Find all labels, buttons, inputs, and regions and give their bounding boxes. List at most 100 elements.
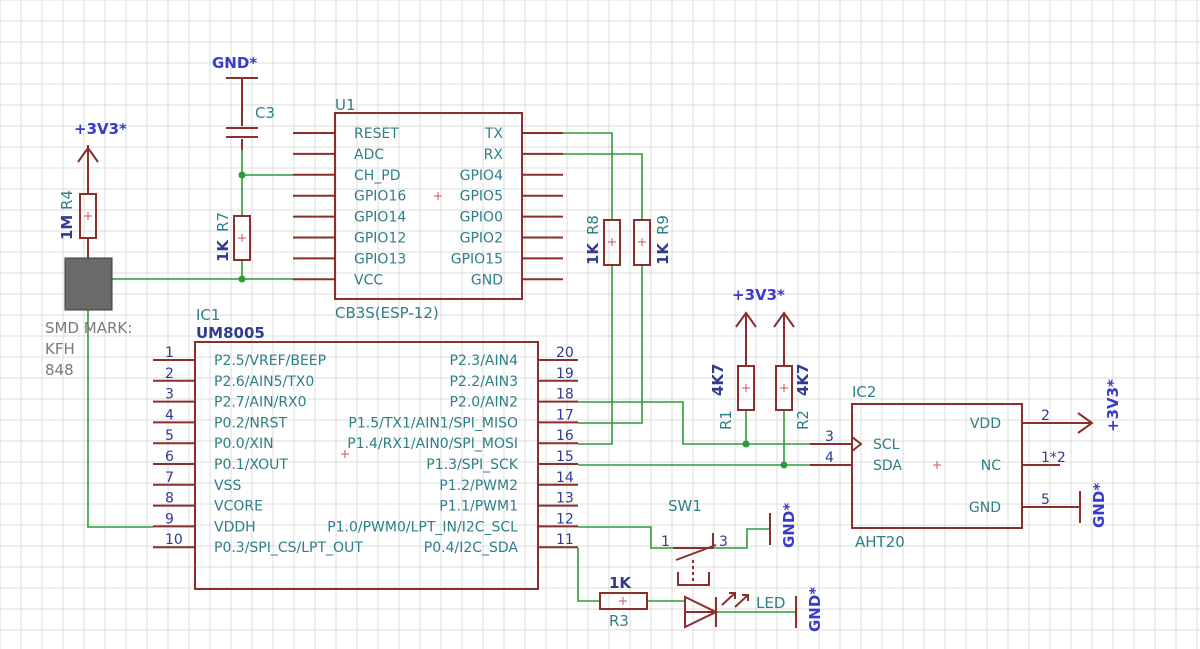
ic1-pin-label: P2.6/AIN5/TX0 [214,374,314,390]
ic2-pin-label: VDD [970,416,1001,432]
r1-resistor[interactable]: 4K7 R1 [709,313,755,430]
r8-value: 1K [584,242,602,265]
r9-body [633,219,651,266]
r1-ref: R1 [717,410,735,430]
r4-resistor[interactable]: 1M R4 [58,145,97,258]
ic1-pin-number: 17 [556,407,574,423]
u1-ref: U1 [335,96,356,114]
ic1-pin-number: 1 [165,345,174,361]
ic1-pin-label: P1.4/RX1/AIN0/SPI_MOSI [347,436,518,452]
ic1-pin-label: VSS [214,478,241,494]
power-arrow [77,146,99,163]
r2-resistor[interactable]: 4K7 R2 [775,313,812,430]
u1-pin-label: GPIO0 [460,210,503,226]
ic1-pin-label: P2.2/AIN3 [449,374,518,390]
sw1-ref: SW1 [668,497,702,515]
gnd-label: GND* [806,587,824,632]
ic2-clock-mark [851,436,863,452]
wire-r8-pin16 [578,265,613,445]
wire-scl [578,401,852,445]
ic2-ref: IC2 [852,383,876,401]
ic1-pin-label: P1.1/PWM1 [439,499,518,515]
r7-resistor[interactable]: 1K R7 [214,212,251,262]
wire-r9-pin17 [578,265,643,424]
r9-resistor[interactable]: 1K R9 [633,215,672,266]
r8-resistor[interactable]: 1K R8 [584,215,621,266]
led-ray-1-head [729,592,736,599]
ic1-pin-label: P2.5/VREF/BEEP [214,353,326,369]
led-ray-1 [721,592,736,606]
led-ray-2-head [742,594,749,601]
ic1-pin-label: P2.0/AIN2 [449,395,518,411]
gnd-symbol-ic2: GND* [1060,483,1108,528]
led-diode[interactable]: LED [684,592,785,629]
r3-body [599,592,648,610]
c3-capacitor[interactable]: C3 [226,78,275,150]
ic1-pin-label: P0.3/SPI_CS/LPT_OUT [214,540,363,556]
gnd-label: GND* [1090,483,1108,528]
gnd-symbol-sw1: GND* [769,503,798,548]
ic1-pin-number: 20 [556,345,574,361]
ic2-pin-number: 2 [1041,408,1050,424]
smd-mark: SMD MARK: KFH 848 [45,257,132,379]
r2-ref: R2 [794,410,812,430]
ic1-pin-number: 15 [556,449,574,465]
ic1-pin-number: 5 [165,428,174,444]
ic1-pin-number: 18 [556,387,574,403]
smd-mark-line1: SMD MARK: [45,319,132,337]
ic2-pin-label: SCL [873,437,900,453]
r1-value: 4K7 [709,364,727,397]
u1-pin-label: GPIO16 [354,189,406,205]
ic2-pin-label: GND [969,500,1001,516]
ic1-pin-number: 4 [165,407,174,423]
wire-sw1-gnd [713,528,770,549]
u1-component[interactable]: RESETADCCH_PDGPIO16GPIO14GPIO12GPIO13VCC… [293,96,563,322]
wire-tx-r8 [563,132,613,220]
ic1-pin-label: P1.5/TX1/AIN1/SPI_MISO [348,415,518,431]
ic1-pin-number: 16 [556,428,574,444]
power-3v3-pullups: +3V3* [732,286,795,328]
u1-pin-label: CH_PD [354,168,401,184]
u1-pin-label: ADC [354,147,384,163]
led-ref: LED [756,594,785,612]
r2-value: 4K7 [794,364,812,397]
u1-pin-label: GPIO14 [354,210,406,226]
r3-value: 1K [609,574,632,592]
u1-pin-label: GPIO5 [460,189,503,205]
sw1-switch[interactable]: SW1 1 3 [661,497,728,586]
ic1-body [194,341,539,590]
r3-resistor[interactable]: 1K R3 [599,574,648,630]
power-arrow-r1 [735,311,757,328]
gnd-label: GND* [780,503,798,548]
ic2-pin-label: NC [981,458,1001,474]
u1-pins: RESETADCCH_PDGPIO16GPIO14GPIO12GPIO13VCC… [293,126,563,288]
ic1-pin-label: P1.3/SPI_SCK [426,457,519,473]
u1-pin-label: GPIO2 [460,231,503,247]
smd-mark-pad [64,257,113,311]
r4-ref: R4 [58,190,76,210]
u1-pin-label: GPIO12 [354,231,406,247]
ic1-pin-number: 2 [165,366,174,382]
ic2-pin-number: 3 [825,429,834,445]
u1-pin-label: RESET [354,126,399,142]
ic2-value: AHT20 [855,533,905,551]
u1-value: CB3S(ESP-12) [335,304,439,322]
u1-pin-label: GPIO13 [354,251,406,267]
led-ray-2 [734,594,749,608]
wires [87,132,852,613]
power-3v3-label: +3V3* [1104,379,1122,432]
u1-body [334,112,523,300]
ic1-pin-number: 9 [165,511,174,527]
ic2-pin-label: SDA [873,458,902,474]
ic1-pin-number: 13 [556,491,574,507]
ic1-pin-label: P0.0/XIN [214,436,274,452]
power-arrow [1077,412,1094,434]
power-3v3-label: +3V3* [732,286,785,304]
ic1-pin-number: 10 [165,532,183,548]
gnd-label: GND* [212,54,257,72]
